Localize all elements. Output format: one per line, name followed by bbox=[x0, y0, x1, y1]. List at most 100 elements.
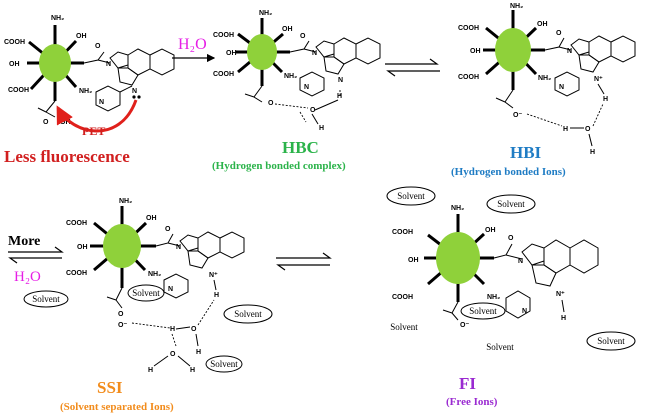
carboxyl-label: COOH bbox=[458, 74, 479, 81]
hydroxyl-label: OH bbox=[77, 244, 88, 251]
solvent-label: Solvent bbox=[597, 336, 625, 346]
particle-core bbox=[103, 224, 141, 268]
pet-arrow bbox=[56, 99, 138, 133]
equilibrium-arrow-more-water: More H₂O bbox=[8, 234, 64, 285]
carboxyl-label: COOH bbox=[213, 32, 234, 39]
hydroxyl-label: OH bbox=[485, 227, 496, 234]
solvent-bubble: Solvent bbox=[127, 284, 165, 302]
more-label: More bbox=[8, 234, 40, 249]
carbonyl-oxygen: O bbox=[165, 226, 171, 233]
solvent-label: Solvent bbox=[132, 288, 160, 298]
hydroxyl-label: OH bbox=[226, 50, 237, 57]
hydroxyl-label: OH bbox=[408, 257, 419, 264]
protonated-nitrogen: N⁺ bbox=[209, 272, 218, 279]
pet-label: PET bbox=[82, 124, 105, 138]
carboxyl-label: COOH bbox=[66, 270, 87, 277]
hydroxyl-label: OH bbox=[76, 33, 87, 40]
carboxyl-label: COOH bbox=[392, 294, 413, 301]
solvent-bubble: Solvent bbox=[23, 290, 69, 308]
hydrogen-label: H bbox=[196, 349, 201, 356]
indole-nitrogen: N bbox=[567, 48, 572, 55]
pyridine-nitrogen: N bbox=[168, 286, 173, 293]
carbonyl-oxygen: O bbox=[300, 33, 306, 40]
hydrogen-label: H bbox=[561, 315, 566, 322]
amine-label: NH₂ bbox=[538, 75, 551, 82]
hydroxyl-label: OH bbox=[146, 215, 157, 222]
ring-nitrogen: N bbox=[132, 88, 137, 95]
indole-nitrogen: N bbox=[312, 50, 317, 57]
hydroxyl-label: OH bbox=[9, 61, 20, 68]
solvent-bubble: Solvent bbox=[223, 304, 273, 324]
amine-label: NH₂ bbox=[284, 73, 297, 80]
hbc-subtitle: (Hydrogen bonded complex) bbox=[212, 160, 346, 172]
ssi-title: SSI bbox=[97, 378, 123, 397]
dye-molecule: O N N N bbox=[83, 43, 175, 112]
solvent-label: Solvent bbox=[486, 342, 514, 352]
carboxylate-oxygen-minus: O⁻ bbox=[118, 322, 127, 329]
hydrogen-label: H bbox=[563, 126, 568, 133]
particle-core bbox=[39, 44, 71, 82]
water-oxygen: O bbox=[585, 126, 591, 133]
hydroxyl-label: OH bbox=[282, 26, 293, 33]
water-addition-arrow: H₂O bbox=[172, 36, 216, 63]
fi-subtitle: (Free Ions) bbox=[446, 396, 498, 408]
solvent-bubble: Solvent bbox=[486, 194, 536, 214]
equilibrium-arrow-hbc-hbi bbox=[385, 58, 440, 77]
carboxylate-oxygen: O bbox=[118, 311, 124, 318]
indole-nitrogen: N bbox=[176, 244, 181, 251]
carboxylate-oxygen: O⁻ bbox=[513, 112, 522, 119]
carbonyl-oxygen: O bbox=[556, 30, 562, 37]
water-oxygen: O bbox=[170, 351, 176, 358]
amine-label: NH₂ bbox=[79, 88, 92, 95]
more-water-label: H₂O bbox=[14, 269, 41, 285]
solvent-label: Solvent bbox=[234, 309, 262, 319]
amine-label: NH₂ bbox=[487, 294, 500, 301]
solvent-bubble: Solvent bbox=[460, 302, 506, 320]
amine-label: NH₂ bbox=[148, 271, 161, 278]
carboxyl-label: COOH bbox=[4, 39, 25, 46]
molecule-hbi: NH₂ COOH OH COOH OH NH₂ O N N⁺ H N O⁻ H … bbox=[451, 3, 636, 178]
particle-core bbox=[247, 34, 277, 70]
water-label: H₂O bbox=[178, 36, 207, 53]
carboxyl-label: COOH bbox=[458, 25, 479, 32]
hydroxyl-label: OH bbox=[537, 21, 548, 28]
indole-nitrogen: N bbox=[518, 258, 523, 265]
hydrogen-label: H bbox=[190, 367, 195, 374]
amine-label: NH₂ bbox=[51, 15, 64, 22]
solvent-bubble: Solvent bbox=[586, 331, 636, 351]
carbonyl-oxygen: O bbox=[95, 43, 101, 50]
hydrogen-label: H bbox=[170, 326, 175, 333]
solvent-bubble: Solvent bbox=[386, 186, 436, 206]
less-fluorescence-caption: Less fluorescence bbox=[4, 147, 130, 166]
water-oxygen: O bbox=[191, 326, 197, 333]
pyridine-nitrogen: N bbox=[559, 84, 564, 91]
carboxyl-label: COOH bbox=[8, 87, 29, 94]
carboxyl-label: COOH bbox=[213, 71, 234, 78]
carboxylate-oxygen: O⁻ bbox=[460, 322, 469, 329]
carboxyl-oxygen: O bbox=[268, 100, 274, 107]
amine-label: NH₂ bbox=[510, 3, 523, 10]
protonated-nitrogen: N⁺ bbox=[556, 291, 565, 298]
water-oxygen: O bbox=[310, 107, 316, 114]
fi-title: FI bbox=[459, 374, 476, 393]
carboxyl-label: COOH bbox=[66, 220, 87, 227]
solvent-label: Solvent bbox=[497, 199, 525, 209]
molecule-initial: NH₂ COOH OH COOH OH NH₂ O N N N O OH PET… bbox=[4, 15, 175, 166]
amine-label: NH₂ bbox=[451, 205, 464, 212]
pyridine-nitrogen: N bbox=[99, 99, 104, 106]
ring-nitrogen: N bbox=[338, 77, 343, 84]
hydroxyl-label: OH bbox=[470, 48, 481, 55]
solvent-label: Solvent bbox=[210, 359, 238, 369]
equilibrium-arrow-ssi-fi bbox=[276, 252, 332, 271]
carboxyl-oxygen: O bbox=[43, 119, 49, 126]
hydrogen-label: H bbox=[148, 367, 153, 374]
particle-core bbox=[436, 232, 480, 284]
hbi-subtitle: (Hydrogen bonded Ions) bbox=[451, 166, 566, 178]
solvent-label: Solvent bbox=[390, 322, 418, 332]
hydrogen-label: H bbox=[214, 292, 219, 299]
solvent-label: Solvent bbox=[32, 294, 60, 304]
indole-nitrogen: N bbox=[106, 61, 111, 68]
solvent-bubble: Solvent bbox=[205, 355, 243, 373]
particle-core bbox=[495, 28, 531, 72]
